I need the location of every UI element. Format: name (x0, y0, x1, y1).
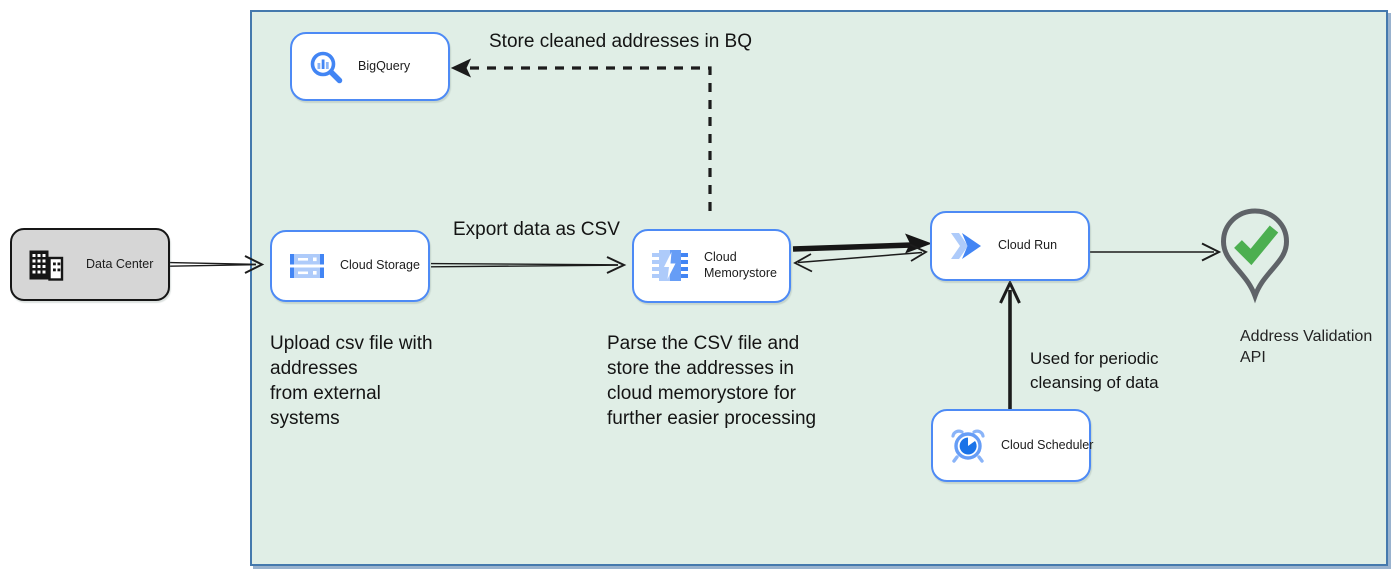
cloud-run-icon (951, 233, 981, 259)
node-data-center: Data Center (10, 228, 170, 301)
node-label-cloud-scheduler: Cloud Scheduler (1001, 437, 1094, 452)
node-cloud-run: Cloud Run (930, 211, 1090, 281)
edge-datacenter-to-storage (169, 255, 265, 274)
address-validation-label: Address Validation API (1240, 328, 1373, 366)
cloud-storage-icon (290, 254, 324, 278)
node-cloud-scheduler: Cloud Scheduler (931, 409, 1094, 482)
parse-note: Parse the CSV file and store the address… (607, 333, 817, 429)
node-label-cloud-memorystore: Cloud Memorystore (704, 250, 777, 280)
node-label-bigquery: BigQuery (358, 58, 411, 73)
node-label-cloud-run: Cloud Run (998, 238, 1058, 253)
upload-note: Upload csv file with addresses from exte… (270, 333, 433, 429)
node-bigquery: BigQuery (290, 32, 450, 101)
cloud-scheduler-icon (951, 429, 985, 463)
periodic-note: Used for periodic cleansing of data (1030, 349, 1159, 392)
node-label-cloud-storage: Cloud Storage (340, 258, 420, 273)
node-cloud-memorystore: Cloud Memorystore (632, 229, 791, 303)
building-icon (29, 250, 64, 281)
node-cloud-storage: Cloud Storage (270, 230, 430, 302)
bigquery-icon (310, 51, 343, 83)
node-label-data-center: Data Center (86, 256, 154, 271)
system-boundary (250, 10, 1388, 566)
export-csv-label: Export data as CSV (453, 219, 620, 240)
map-pin-check-icon (1220, 208, 1290, 304)
address-validation-pin (1218, 207, 1292, 316)
memorystore-icon (652, 250, 688, 281)
store-bq-label: Store cleaned addresses in BQ (489, 31, 752, 52)
